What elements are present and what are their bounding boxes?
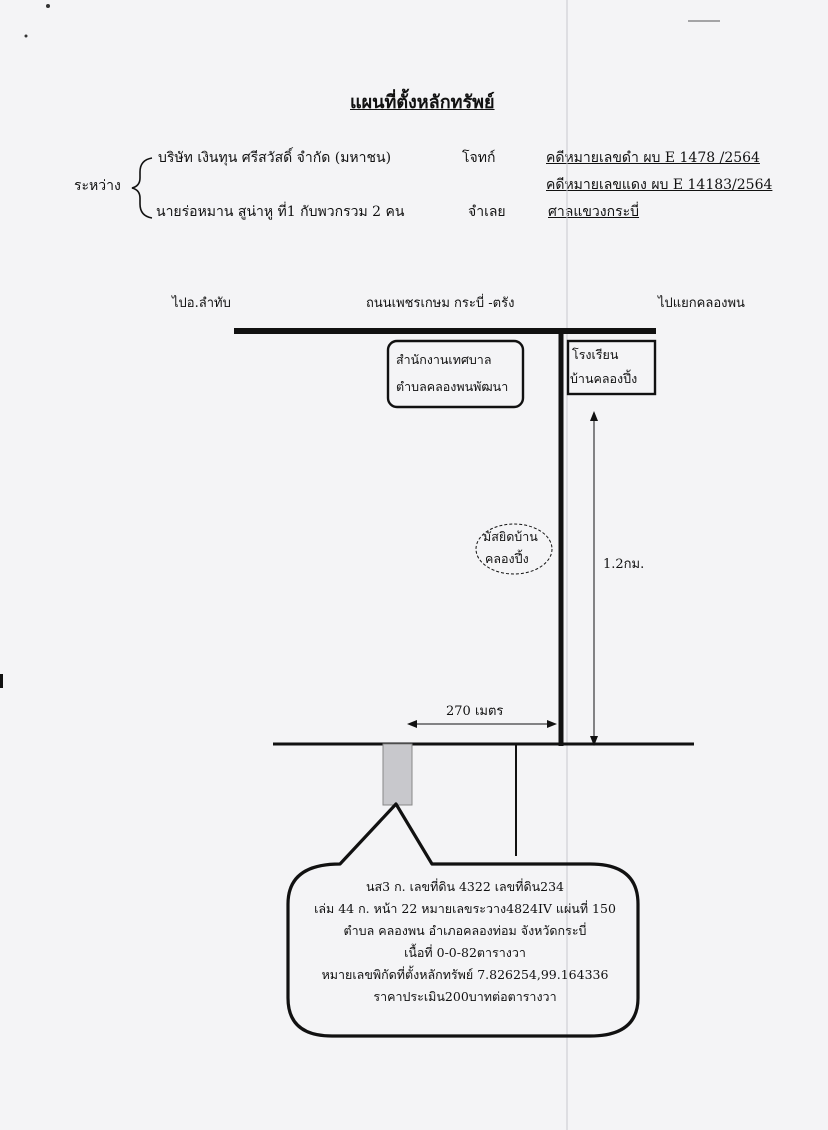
property-info-line: เล่ม 44 ก. หน้า 22 หมายเลขระวาง4824IV แผ… [314,901,616,916]
to-khlongphon-label: ไปแยกคลองพน [658,296,745,311]
office-box [386,339,525,409]
plaintiff-name: บริษัท เงินทุน ศรีสวัสดิ์ จำกัด (มหาชน) [158,150,392,166]
plaintiff-role: โจทก์ [462,150,496,166]
between-label: ระหว่าง [74,178,121,194]
school-box [566,339,657,396]
distance-vertical-label: 1.2กม. [603,557,645,572]
scan-dot [46,4,50,8]
distance-horizontal-label: 270 เมตร [446,704,504,719]
road-name-label: ถนนเพชรเกษม กระบี่ -ตรัง [366,296,515,311]
property-plot [382,743,413,806]
page-title: แผนที่ตั้งหลักทรัพย์ [350,92,495,113]
defendant-name: นายร่อหมาน สูน่าหู ที่1 กับพวกรวม 2 คน [156,204,405,220]
arrow-up-icon [590,411,598,421]
red-case-number: คดีหมายเลขแดง ผบ E 14183/2564 [546,177,773,193]
property-info-line: ตำบล คลองพน อำเภอคลองท่อม จังหวัดกระบี่ [343,923,587,938]
arrow-down-icon [590,736,598,746]
office-label-line2: ตำบลคลองพนพัฒนา [396,379,509,394]
school-label-line2: บ้านคลองปึ้ง [570,371,638,386]
property-info-line: เนื้อที่ 0-0-82ตารางวา [404,945,526,960]
office-label-line1: สำนักงานเทศบาล [396,352,492,367]
school-label-line1: โรงเรียน [572,347,619,362]
property-info-line: ราคาประเมิน200บาทต่อตารางวา [373,989,557,1004]
black-case-number: คดีหมายเลขดำ ผบ E 1478 /2564 [546,150,760,166]
defendant-role: จำเลย [468,204,506,220]
property-info-line: หมายเลขพิกัดที่ตั้งหลักทรัพย์ 7.826254,9… [321,967,609,982]
arrow-left-icon [407,720,417,728]
property-info-line: นส3 ก. เลขที่ดิน 4322 เลขที่ดิน234 [366,879,564,894]
property-info-block: นส3 ก. เลขที่ดิน 4322 เลขที่ดิน234 เล่ม … [300,876,630,1008]
scan-dot [24,34,28,38]
callout-bubble [286,802,640,1038]
mosque-ellipse [475,523,553,575]
court-name: ศาลแขวงกระบี่ [548,204,640,220]
curly-brace [131,157,153,219]
scan-margin-mark [0,674,3,688]
mosque-label-line1: มัสยิดบ้าน [483,529,538,544]
arrow-right-icon [547,720,557,728]
mosque-label-line2: คลองปึ้ง [485,551,529,566]
to-lamthap-label: ไปอ.ลำทับ [172,296,231,311]
